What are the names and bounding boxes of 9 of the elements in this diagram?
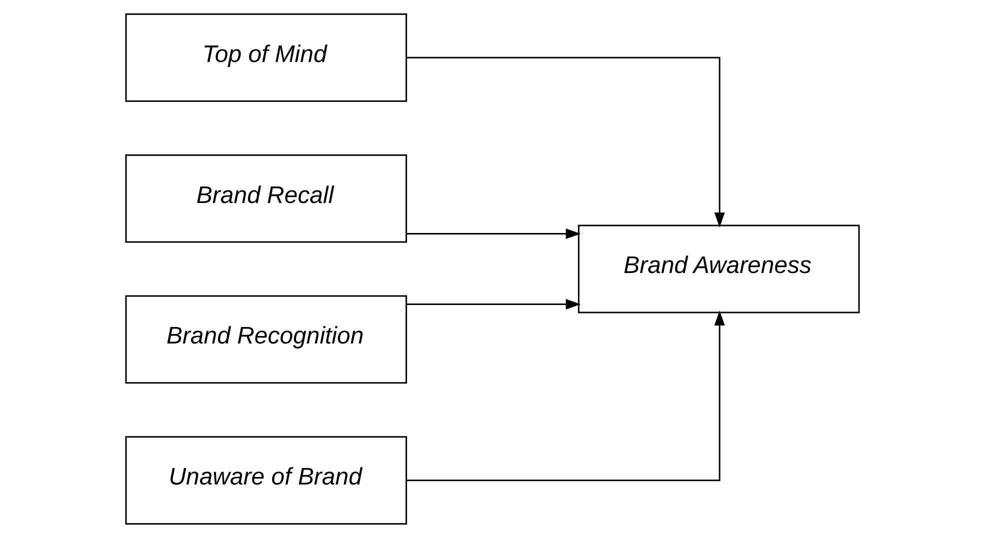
arrow — [406, 56, 724, 228]
arrow — [406, 298, 580, 310]
node-box: Brand Recognition — [124, 295, 407, 384]
node-box: Top of Mind — [124, 13, 407, 102]
node-box: Brand Recall — [124, 154, 407, 243]
node-box: Brand Awareness — [577, 224, 860, 314]
arrow — [406, 228, 580, 240]
arrow — [406, 310, 724, 482]
node-box: Unaware of Brand — [124, 436, 407, 525]
